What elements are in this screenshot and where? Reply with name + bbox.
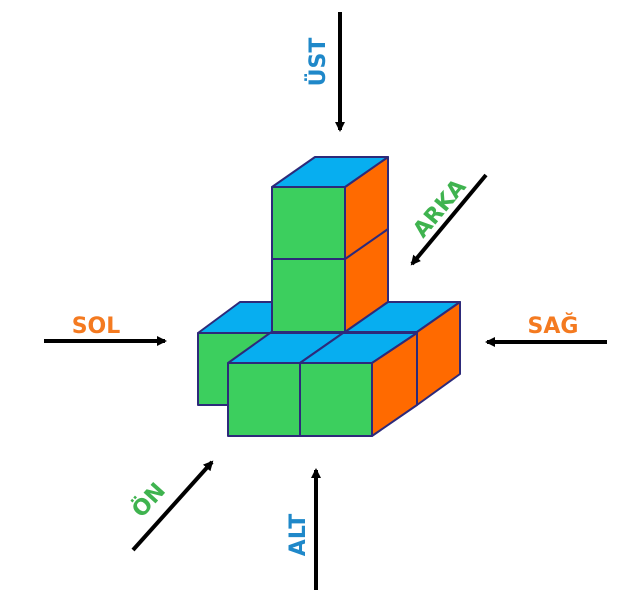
label-bottom: ALT xyxy=(286,514,311,556)
arrow-back xyxy=(410,173,488,266)
cube-front-right xyxy=(299,332,418,437)
label-left: SOL xyxy=(72,314,121,339)
cube-tower-top xyxy=(271,156,389,260)
label-right: SAĞ xyxy=(528,313,579,339)
arrow-front xyxy=(131,460,214,552)
cube-tower-bottom xyxy=(271,228,389,333)
label-top: ÜST xyxy=(305,38,331,87)
view-arrows xyxy=(44,12,607,590)
cube-structure xyxy=(197,156,461,437)
